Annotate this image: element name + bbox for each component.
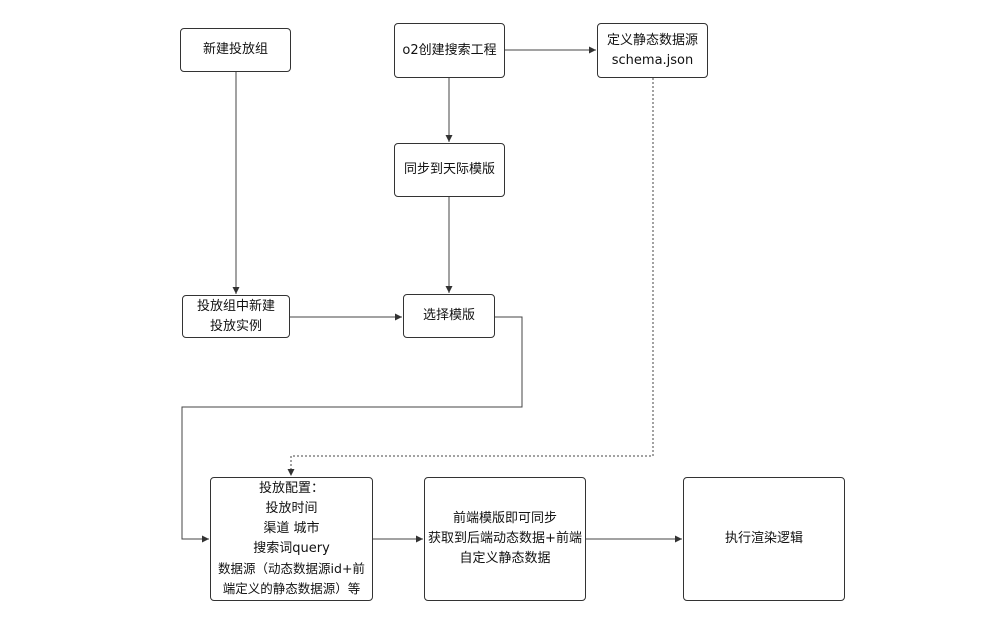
node-frontend-sync-line-1: 前端模版即可同步 [452,511,557,526]
node-select-template: 选择模版 [403,294,495,338]
node-frontend-sync-line-3: 自定义静态数据 [459,551,551,566]
node-render-line-1: 执行渲染逻辑 [724,531,803,546]
node-config-line-3: 渠道 城市 [263,521,320,536]
node-config-line-2: 投放时间 [265,501,318,516]
node-new-group-line-1: 新建投放组 [202,42,268,57]
edge-select-template-to-config [181,316,523,543]
node-render: 执行渲染逻辑 [683,477,845,601]
node-new-instance-line-2: 投放实例 [209,318,262,334]
node-new-group: 新建投放组 [180,28,291,72]
node-static-schema-line-1: 定义静态数据源 [606,32,698,48]
node-config-line-6: 端定义的静态数据源）等 [222,581,361,596]
node-config: 投放配置： 投放时间 渠道 城市 搜索词query 数据源（动态数据源id+前 … [210,477,373,601]
node-frontend-sync-line-2: 获取到后端动态数据+前端 [428,531,582,546]
node-frontend-sync: 前端模版即可同步 获取到后端动态数据+前端 自定义静态数据 [424,477,586,601]
node-static-schema-line-2: schema.json [611,52,694,68]
node-config-line-5: 数据源（动态数据源id+前 [218,561,365,576]
node-config-line-1: 投放配置： [258,481,324,496]
node-new-instance-line-1: 投放组中新建 [196,298,275,314]
node-new-instance: 投放组中新建 投放实例 [182,295,290,338]
edge-static-schema-to-config [287,78,654,476]
node-select-template-line-1: 选择模版 [422,308,475,323]
node-o2-project-line-1: o2创建搜索工程 [402,42,497,58]
node-o2-project: o2创建搜索工程 [394,23,505,78]
node-sync-tianji: 同步到天际模版 [394,143,505,197]
node-config-line-4: 搜索词query [253,541,330,556]
node-static-schema: 定义静态数据源 schema.json [597,23,708,78]
node-sync-tianji-line-1: 同步到天际模版 [403,162,495,177]
